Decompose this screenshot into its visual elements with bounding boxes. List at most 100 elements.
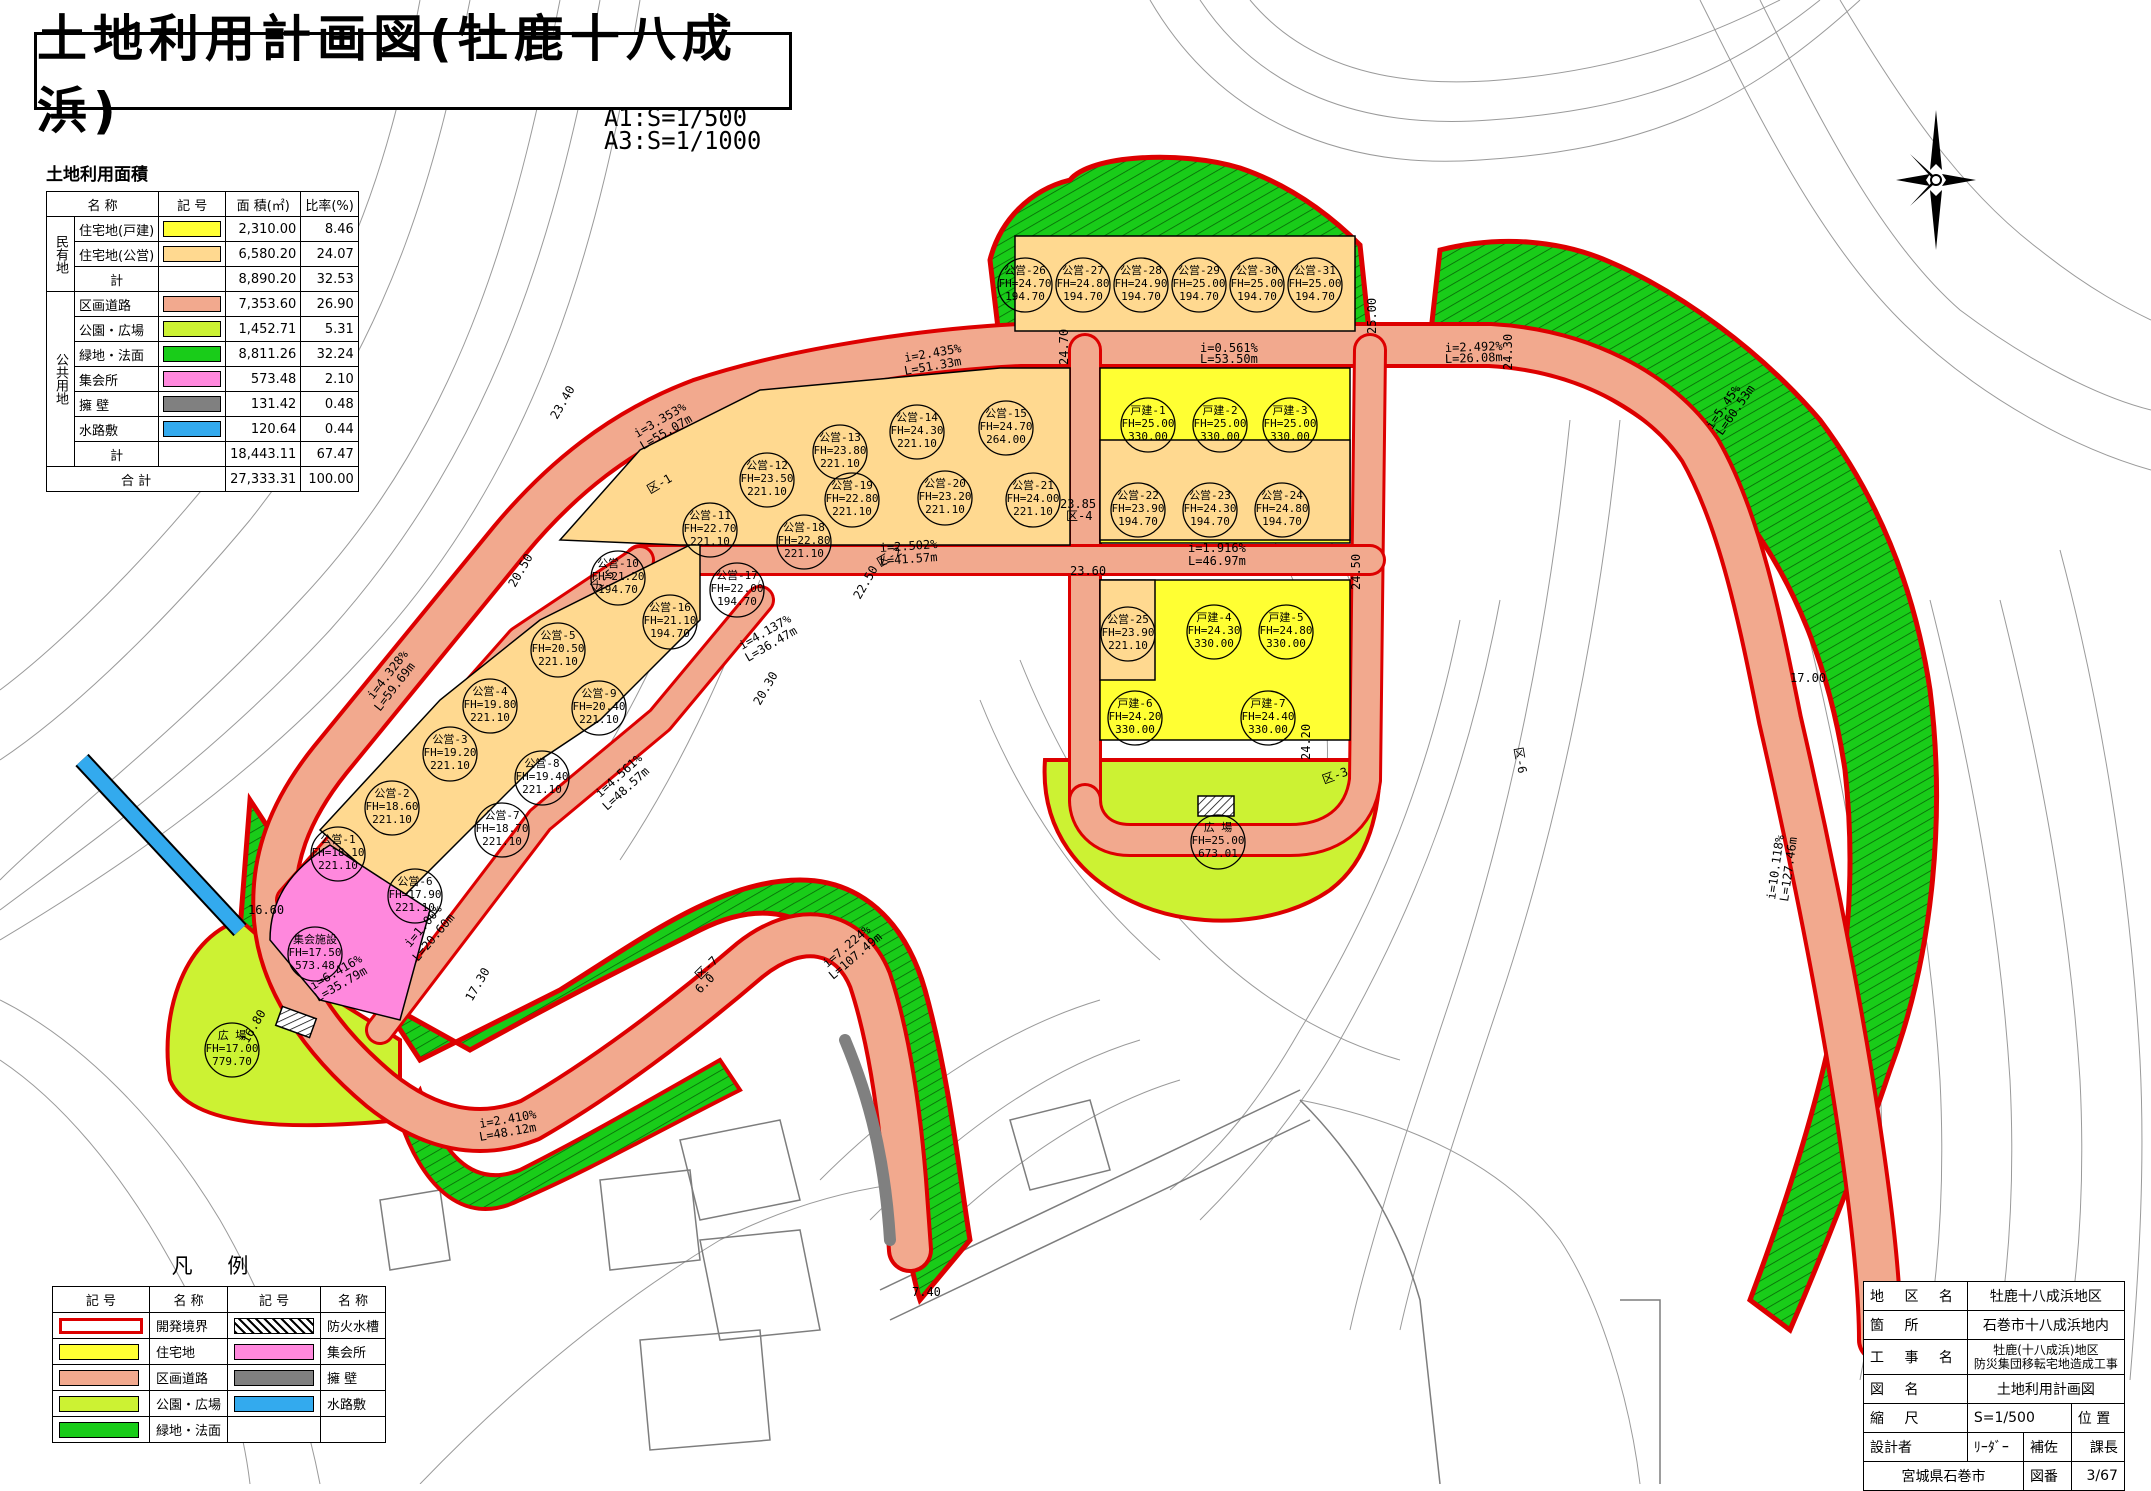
swatch <box>163 221 222 237</box>
road-label: 23.60 <box>1070 564 1106 578</box>
lot-text: 公営-5 <box>540 628 575 642</box>
swatch <box>234 1343 315 1360</box>
lot-text: 広 場 <box>1204 821 1233 834</box>
lot-text: 221.10 <box>820 457 860 470</box>
lot-text: 戸建-2 <box>1202 403 1237 417</box>
road-label: 区-6 <box>1511 746 1529 774</box>
legend-row: 開発境界 防火水槽 <box>52 1312 387 1339</box>
group-private: 民有地 <box>46 216 75 292</box>
lot-circle <box>1005 472 1061 528</box>
table-row: 集会所 573.48 2.10 <box>47 366 359 392</box>
lot-text: 戸建-4 <box>1196 610 1232 624</box>
lot-text: FH=25.00 <box>1173 277 1226 290</box>
lot-text: 330.00 <box>1128 430 1168 443</box>
lot-text: 221.10 <box>579 713 619 726</box>
area-table-panel: 土地利用面積 名 称 記 号 面 積(㎡) 比率(%) 民有地 住宅地(戸建) … <box>45 160 359 492</box>
lot-text: 公営-15 <box>985 406 1027 420</box>
table-row: 水路敷 120.64 0.44 <box>47 416 359 442</box>
lot-text: FH=20.40 <box>573 700 626 713</box>
road-label: 17.00 <box>1790 671 1826 685</box>
north-arrow-icon <box>1896 100 1976 264</box>
road-label: 24.20 <box>1299 724 1313 760</box>
lot-text: 221.10 <box>522 783 562 796</box>
legend-row: 緑地・法面 <box>52 1416 387 1443</box>
swatch <box>163 396 222 412</box>
lot-text: 221.10 <box>482 835 522 848</box>
legend-heading: 凡 例 <box>171 1254 263 1278</box>
lot-text: 194.70 <box>1237 290 1277 303</box>
lot-circle <box>1229 257 1285 313</box>
lot-text: 221.10 <box>470 711 510 724</box>
swatch <box>234 1395 315 1412</box>
map-title: 土地利用計画図(牡鹿十八成浜) <box>34 10 792 140</box>
road-label: 24.50 <box>1349 554 1363 590</box>
lot-text: 330.00 <box>1248 723 1288 736</box>
lot-text: 330.00 <box>1266 637 1306 650</box>
table-row: 民有地 住宅地(戸建) 2,310.00 8.46 <box>46 216 359 292</box>
lot-text: 194.70 <box>1295 290 1335 303</box>
lot-circle <box>1120 397 1176 453</box>
lot-text: FH=24.70 <box>999 277 1052 290</box>
lot-circle <box>514 750 570 806</box>
lot-text: 公営-22 <box>1117 488 1159 502</box>
lot-circle <box>824 472 880 528</box>
lot-text: 194.70 <box>1179 290 1219 303</box>
lot-text: FH=25.00 <box>1192 834 1245 847</box>
lot-text: 公営-25 <box>1107 612 1149 626</box>
lot-text: 公営-26 <box>1004 263 1046 277</box>
lot-circle <box>1186 604 1242 660</box>
road-label: L=26.08m <box>1445 350 1503 366</box>
lot-labels: 公営-26FH=24.70194.70公営-27FH=24.80194.70公営… <box>204 257 1343 1078</box>
lot-text: 194.70 <box>598 583 638 596</box>
col-name: 名 称 <box>45 191 160 217</box>
lot-text: FH=18.10 <box>312 846 365 859</box>
road-label: 23.85 <box>1060 497 1096 511</box>
lot-circle <box>917 470 973 526</box>
road-label: 区-4 <box>1066 509 1092 523</box>
lot-text: 221.10 <box>395 901 435 914</box>
lot-text: 公営-10 <box>597 556 639 570</box>
col-area: 面 積(㎡) <box>225 191 302 217</box>
lot-text: 221.10 <box>925 503 965 516</box>
legend-row: 住宅地 集会所 <box>52 1338 387 1365</box>
lot-circle <box>889 404 945 460</box>
lot-circle <box>590 550 646 606</box>
lot-text: FH=24.30 <box>891 424 944 437</box>
lot-circle <box>1100 606 1156 662</box>
lot-text: 221.10 <box>538 655 578 668</box>
road-label: 20.30 <box>750 669 780 707</box>
lot-circle <box>1171 257 1227 313</box>
swatch <box>59 1395 139 1412</box>
road-label: L=53.50m <box>1200 352 1258 366</box>
lot-circle <box>1287 257 1343 313</box>
lot-circle <box>571 680 627 736</box>
swatch <box>163 246 222 262</box>
lot-text: 公営-19 <box>831 478 873 492</box>
lot-text: 221.10 <box>832 505 872 518</box>
lot-text: FH=24.20 <box>1109 710 1162 723</box>
lot-circle <box>1240 690 1296 746</box>
lot-text: 公営-30 <box>1236 263 1278 277</box>
lot-text: 集会施設 <box>293 932 337 946</box>
